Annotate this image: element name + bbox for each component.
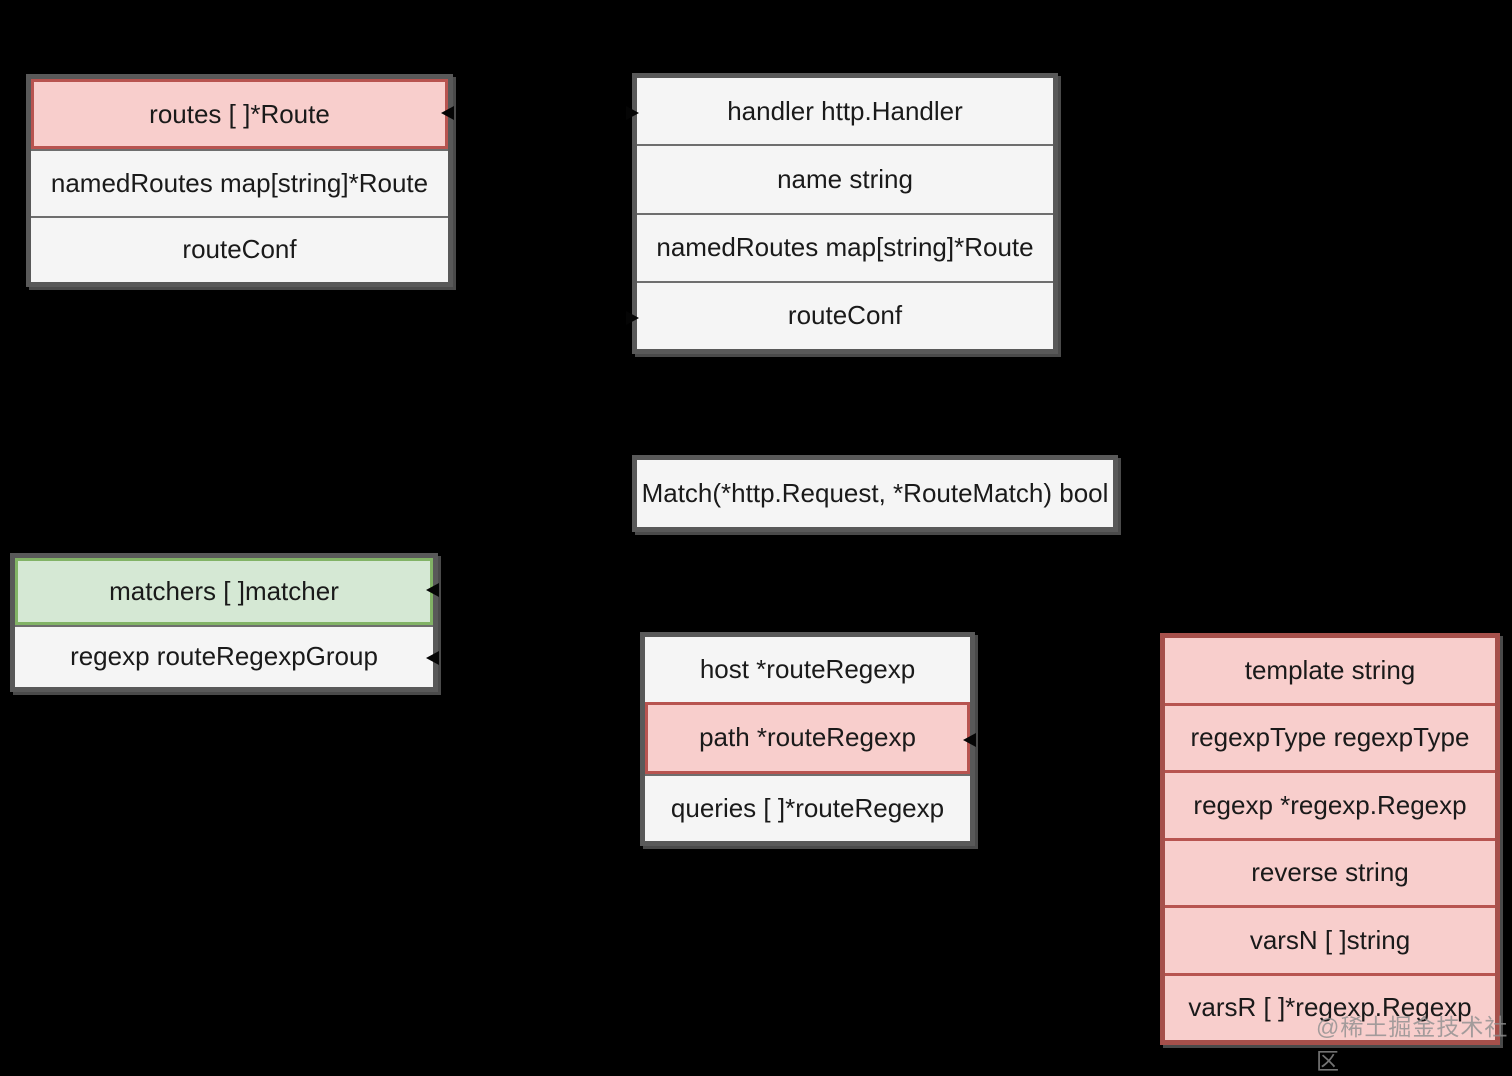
- method-label: Match(*http.Request, *RouteMatch) bool: [641, 478, 1109, 508]
- field-row-routeconf: routeConf: [637, 280, 1053, 349]
- field-label: reverse string: [1251, 857, 1409, 888]
- field-row-name: name string: [637, 144, 1053, 213]
- struct-table-router: routes [ ]*Route namedRoutes map[string]…: [26, 74, 453, 287]
- field-row-template: template string: [1165, 638, 1495, 703]
- field-label: template string: [1244, 654, 1416, 685]
- field-label: routeConf: [182, 234, 297, 265]
- field-label: path *routeRegexp: [699, 722, 916, 753]
- field-row-path: path *routeRegexp: [645, 702, 970, 774]
- field-row-regexptype: regexpType regexpType: [1165, 702, 1495, 770]
- field-label: regexpType regexpType: [1190, 722, 1470, 753]
- watermark: @稀土掘金技术社区: [1316, 1014, 1509, 1074]
- method-box-match: Match(*http.Request, *RouteMatch) bool: [632, 455, 1118, 532]
- field-label: routeConf: [787, 300, 903, 331]
- arrowhead-icon: [963, 733, 976, 747]
- field-label: handler http.Handler: [727, 95, 963, 126]
- struct-table-route: handler http.Handler name string namedRo…: [632, 73, 1058, 354]
- struct-table-routeconf: matchers [ ]matcher regexp routeRegexpGr…: [10, 553, 438, 692]
- field-row-varsn: varsN [ ]string: [1165, 905, 1495, 973]
- field-row-matchers: matchers [ ]matcher: [15, 558, 433, 625]
- field-label: routes [ ]*Route: [149, 98, 330, 129]
- field-label: name string: [777, 163, 913, 194]
- field-label: queries [ ]*routeRegexp: [670, 792, 945, 823]
- field-row-regexp: regexp routeRegexpGroup: [15, 624, 433, 687]
- field-row-varsr: varsR [ ]*regexp.Regexp: [1165, 972, 1495, 1040]
- field-label: namedRoutes map[string]*Route: [656, 232, 1034, 263]
- field-label: regexp *regexp.Regexp: [1193, 789, 1467, 820]
- field-row-host: host *routeRegexp: [645, 637, 970, 703]
- field-row-namedroutes: namedRoutes map[string]*Route: [637, 212, 1053, 281]
- arrowhead-icon: [626, 106, 639, 120]
- arrowhead-icon: [426, 651, 439, 665]
- struct-table-routeregexp: template string regexpType regexpType re…: [1160, 633, 1500, 1045]
- field-label: varsN [ ]string: [1249, 924, 1411, 955]
- field-row-handler: handler http.Handler: [637, 78, 1053, 145]
- field-label: matchers [ ]matcher: [109, 575, 339, 606]
- field-row-routeconf: routeConf: [31, 215, 448, 282]
- field-row-routes: routes [ ]*Route: [31, 79, 448, 150]
- field-row-queries: queries [ ]*routeRegexp: [645, 773, 970, 841]
- field-label: namedRoutes map[string]*Route: [50, 167, 429, 198]
- field-label: host *routeRegexp: [699, 654, 916, 685]
- field-row-namedroutes: namedRoutes map[string]*Route: [31, 149, 448, 216]
- arrowhead-icon: [441, 106, 454, 120]
- arrowhead-icon: [626, 311, 639, 325]
- struct-table-routeregexpgroup: host *routeRegexp path *routeRegexp quer…: [640, 632, 975, 846]
- field-row-reverse: reverse string: [1165, 837, 1495, 905]
- method-row-match: Match(*http.Request, *RouteMatch) bool: [637, 460, 1113, 527]
- field-label: varsR [ ]*regexp.Regexp: [1188, 992, 1472, 1023]
- field-label: regexp routeRegexpGroup: [70, 641, 378, 672]
- arrowhead-icon: [426, 583, 439, 597]
- field-row-regexp: regexp *regexp.Regexp: [1165, 770, 1495, 838]
